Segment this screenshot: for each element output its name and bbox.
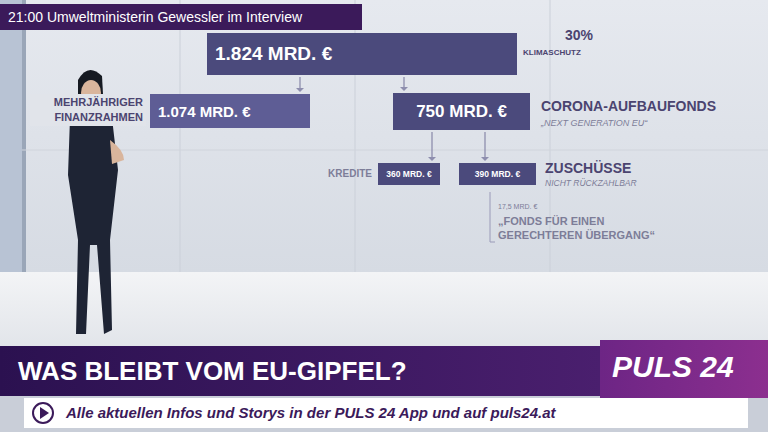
box-heading: ZUSCHÜSSE [545, 160, 631, 176]
arrow-line [431, 132, 432, 157]
wall-frame [22, 0, 26, 272]
video-wall [22, 0, 768, 272]
amount-box: 1.074 MRD. €MEHRJÄHRIGER FINANZRAHMEN [150, 94, 310, 128]
percent-label: 30% [565, 27, 593, 43]
box-subheading: „NEXT GENERATION EU“ [541, 118, 647, 128]
bracket-line [490, 242, 495, 243]
box-value: 750 MRD. € [416, 102, 507, 122]
category-label: KLIMASCHUTZ [523, 48, 581, 57]
arrow-head [481, 157, 489, 161]
arrow-head [400, 87, 408, 91]
amount-box: 1.824 MRD. € [207, 33, 517, 75]
flow-arrow [481, 132, 489, 161]
box-heading: MEHRJÄHRIGER FINANZRAHMEN [30, 94, 146, 126]
box-value: 1.074 MRD. € [158, 103, 251, 120]
bracket-line [490, 192, 491, 242]
grid-line [22, 150, 768, 151]
amount-box: 360 MRD. €KREDITE [378, 163, 440, 185]
box-subheading: NICHT RÜCKZAHLBAR [545, 178, 637, 188]
box-heading: KREDITE [328, 168, 372, 179]
box-value: 360 MRD. € [386, 169, 431, 179]
flow-arrow [400, 77, 408, 91]
arrow-head [296, 88, 304, 92]
program-banner: 21:00 Umweltministerin Gewessler im Inte… [8, 9, 302, 25]
grid-line [180, 0, 181, 272]
arrow-line [484, 132, 485, 157]
amount-label: 17,5 MRD. € [498, 203, 537, 210]
studio-floor [0, 272, 768, 347]
arrow-head [428, 157, 436, 161]
fund-label: „FONDS FÜR EINEN GERECHTEREN ÜBERGANG“ [498, 214, 676, 242]
side-wall [0, 0, 24, 280]
presenter-hands [110, 140, 124, 164]
presenter-body [68, 113, 118, 334]
arrow-line [403, 77, 404, 87]
box-value: 1.824 MRD. € [215, 43, 332, 65]
box-value: 390 MRD. € [475, 169, 520, 179]
ticker-text: Alle aktuellen Infos und Storys in der P… [66, 404, 556, 421]
flow-arrow [428, 132, 436, 161]
flow-arrow [296, 77, 304, 92]
channel-logo: PULS 24 [612, 350, 734, 384]
play-icon [40, 407, 49, 419]
amount-box: 750 MRD. €CORONA-AUFBAUFONDS„NEXT GENERA… [393, 93, 530, 130]
box-heading: CORONA-AUFBAUFONDS [541, 98, 716, 114]
amount-box: 390 MRD. €ZUSCHÜSSENICHT RÜCKZAHLBAR [459, 163, 536, 185]
arrow-line [299, 77, 300, 88]
chart-title: WAS BLEIBT VOM EU-GIPFEL? [18, 356, 407, 387]
play-icon [33, 403, 53, 423]
